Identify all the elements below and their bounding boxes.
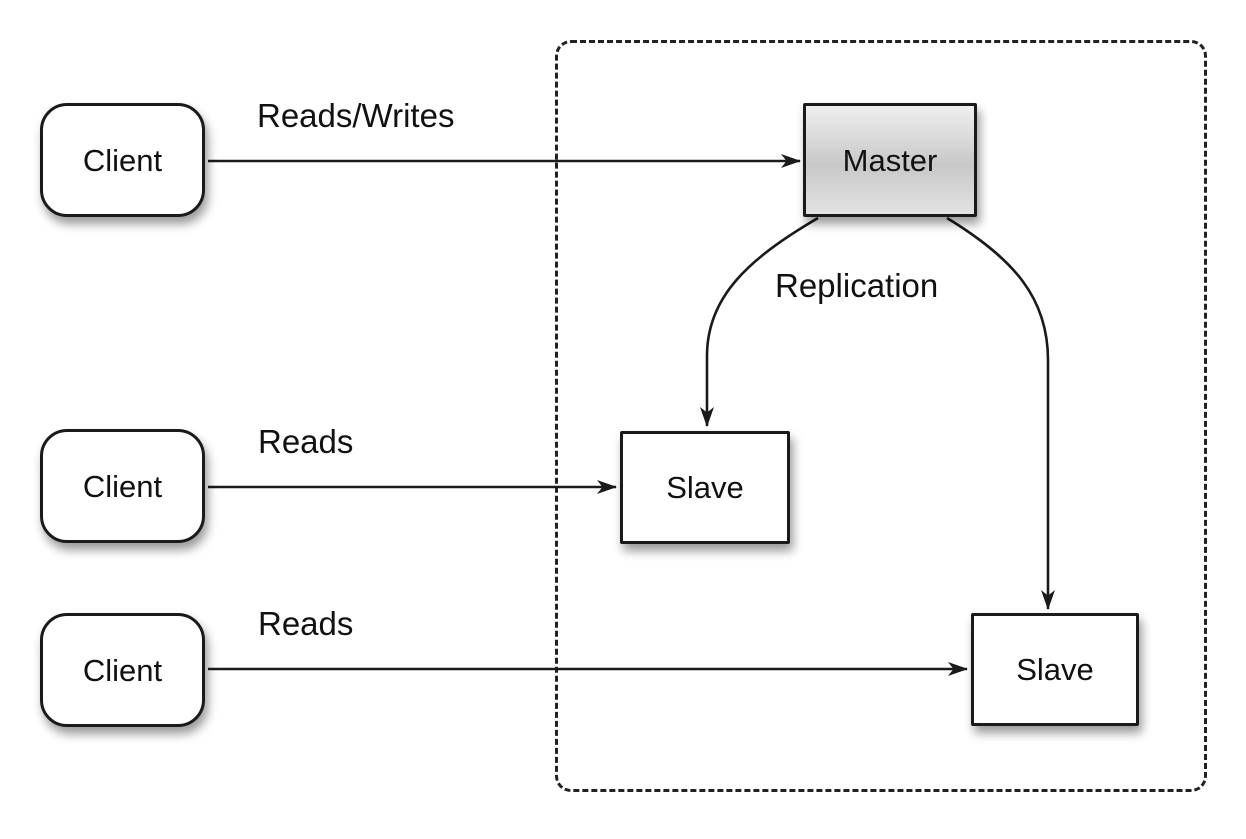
cluster-boundary [555, 40, 1207, 792]
edge-label-reads-1: Reads [258, 423, 354, 460]
node-client-1-label: Client [82, 142, 163, 178]
edge-label-replication: Replication [775, 267, 939, 304]
node-slave-2: Slave [971, 613, 1139, 726]
node-client-1: Client [40, 103, 205, 217]
node-client-2: Client [40, 429, 205, 543]
node-slave-1-label: Slave [666, 470, 744, 505]
node-master-label: Master [842, 142, 938, 178]
edge-label-reads-2: Reads [258, 605, 354, 642]
node-client-3: Client [40, 613, 205, 727]
node-client-2-label: Client [82, 468, 163, 504]
node-slave-2-label: Slave [1016, 652, 1094, 687]
node-slave-1: Slave [620, 431, 790, 544]
edge-label-reads-writes: Reads/Writes [257, 97, 455, 134]
node-master: Master [803, 103, 977, 217]
node-client-3-label: Client [82, 652, 163, 688]
